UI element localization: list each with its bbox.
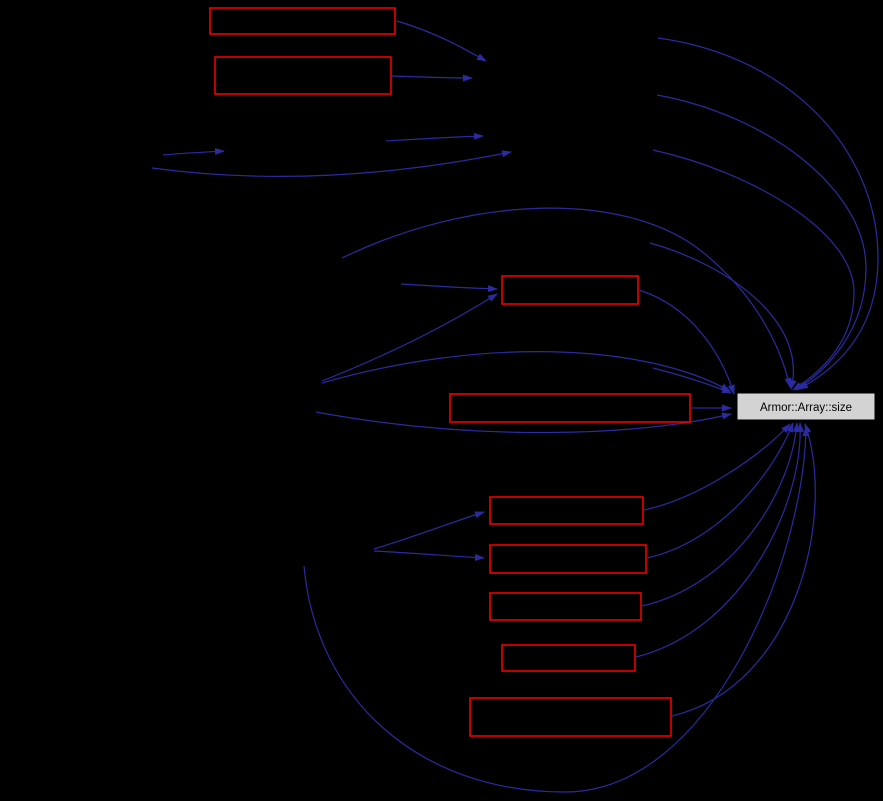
call-graph-node[interactable] xyxy=(489,496,644,525)
call-edge xyxy=(635,422,804,658)
call-edge xyxy=(151,150,512,177)
call-graph-node[interactable] xyxy=(489,592,642,621)
call-edge xyxy=(649,242,797,390)
call-edge xyxy=(321,351,731,392)
call-edge xyxy=(656,94,867,391)
edges-layer xyxy=(151,20,879,793)
call-graph-node[interactable] xyxy=(489,544,647,574)
call-graph-node[interactable] xyxy=(501,644,636,672)
call-edge xyxy=(641,422,800,607)
call-graph-node[interactable] xyxy=(469,697,672,737)
call-edge xyxy=(303,426,810,793)
nodes-layer: Armor::Array::size xyxy=(209,7,876,737)
call-edge xyxy=(652,367,732,394)
call-graph-node[interactable] xyxy=(209,7,396,35)
call-edge xyxy=(652,149,855,391)
call-edge xyxy=(373,550,485,561)
call-edge xyxy=(671,423,816,717)
focus-node-label: Armor::Array::size xyxy=(760,402,852,414)
call-edge xyxy=(657,37,879,390)
call-edge xyxy=(341,207,792,388)
call-graph-node[interactable] xyxy=(214,56,392,95)
call-edge xyxy=(396,20,487,62)
call-edge xyxy=(321,293,498,382)
call-edge xyxy=(385,132,484,142)
focus-node xyxy=(736,392,876,421)
call-edge xyxy=(643,423,791,511)
call-edge xyxy=(391,74,473,82)
call-graph-node[interactable] xyxy=(449,393,691,423)
call-edge xyxy=(638,289,735,395)
call-edge xyxy=(400,283,498,293)
call-edge xyxy=(373,511,485,550)
call-graph-node[interactable] xyxy=(501,275,639,305)
call-edge xyxy=(646,422,794,559)
call-edge xyxy=(162,147,225,156)
